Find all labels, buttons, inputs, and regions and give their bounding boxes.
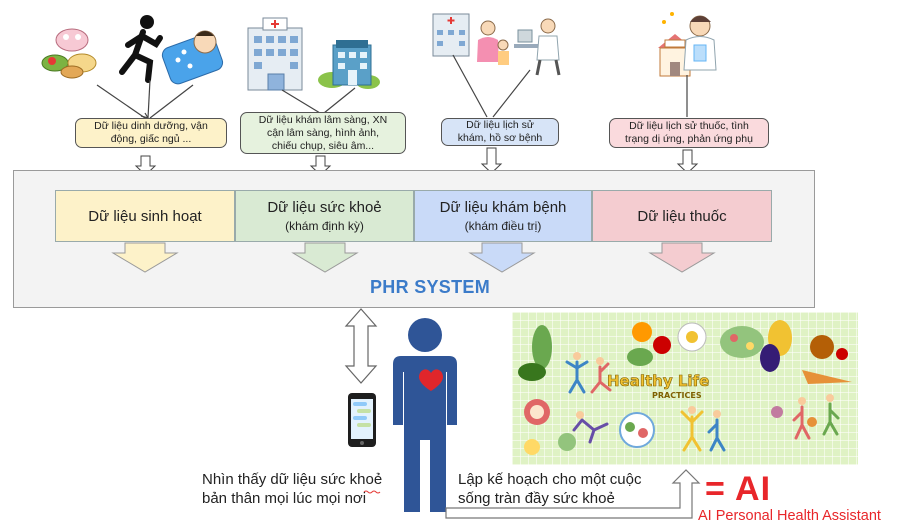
vegetables-icon [518,320,852,455]
healthy-life-banner: Healthy Life PRACTICES [512,312,858,465]
category-lifestyle: Dữ liệu sinh hoạt [55,190,235,242]
source-box-medication: Dữ liệu lịch sử thuốc, tình trạng dị ứng… [609,118,769,148]
hospital-icon [247,17,303,91]
source-box-medical-history: Dữ liệu lịch sử khám, hồ sơ bệnh [441,118,559,146]
category-title: Dữ liệu sinh hoạt [88,207,202,225]
category-title: Dữ liệu sức khoẻ [267,199,382,216]
category-title: Dữ liệu khám bệnh [439,199,567,216]
exercise-people-icon [565,352,840,452]
source-box-checkup: Dữ liệu khám lâm sàng, XN cận lâm sàng, … [240,112,406,154]
caption-plan-life: Lập kế hoạch cho một cuộc sống tràn đầy … [458,471,642,507]
category-health: Dữ liệu sức khoẻ (khám định kỳ) [235,190,414,242]
smartphone-icon [348,393,376,447]
pharmacist-icon [658,12,717,77]
caption-view-data: Nhìn thấy dữ liệu sức khoẻ bản thân mọi … [202,471,383,507]
healthy-life-subtitle: PRACTICES [652,391,702,400]
source-box-lifestyle: Dữ liệu dinh dưỡng, vận động, giấc ngủ .… [75,118,227,148]
person-figure [393,318,457,512]
healthy-life-title: Healthy Life [607,372,709,390]
source-arrows [96,54,688,119]
sync-arrow [344,308,378,384]
category-medication: Dữ liệu thuốc [592,190,772,242]
healthy-life-illustration: Healthy Life PRACTICES [518,320,852,455]
category-subtitle: (khám điều trị) [464,219,542,233]
ai-assistant-label: AI Personal Health Assistant [698,508,881,524]
food-icon [41,28,97,79]
ai-equation: = AI [705,470,772,508]
heart-icon [419,369,443,391]
doctor-consult-icon [432,13,561,76]
sleep-icon [161,30,224,85]
category-title: Dữ liệu thuốc [637,207,727,225]
category-exam: Dữ liệu khám bệnh (khám điều trị) [414,190,592,242]
phr-system-title: PHR SYSTEM [369,277,491,297]
plan-arrow [445,469,701,519]
clinic-icon [318,40,380,89]
spellcheck-underline [363,490,381,494]
runner-icon [119,15,163,83]
category-subtitle: (khám định kỳ) [285,219,364,233]
